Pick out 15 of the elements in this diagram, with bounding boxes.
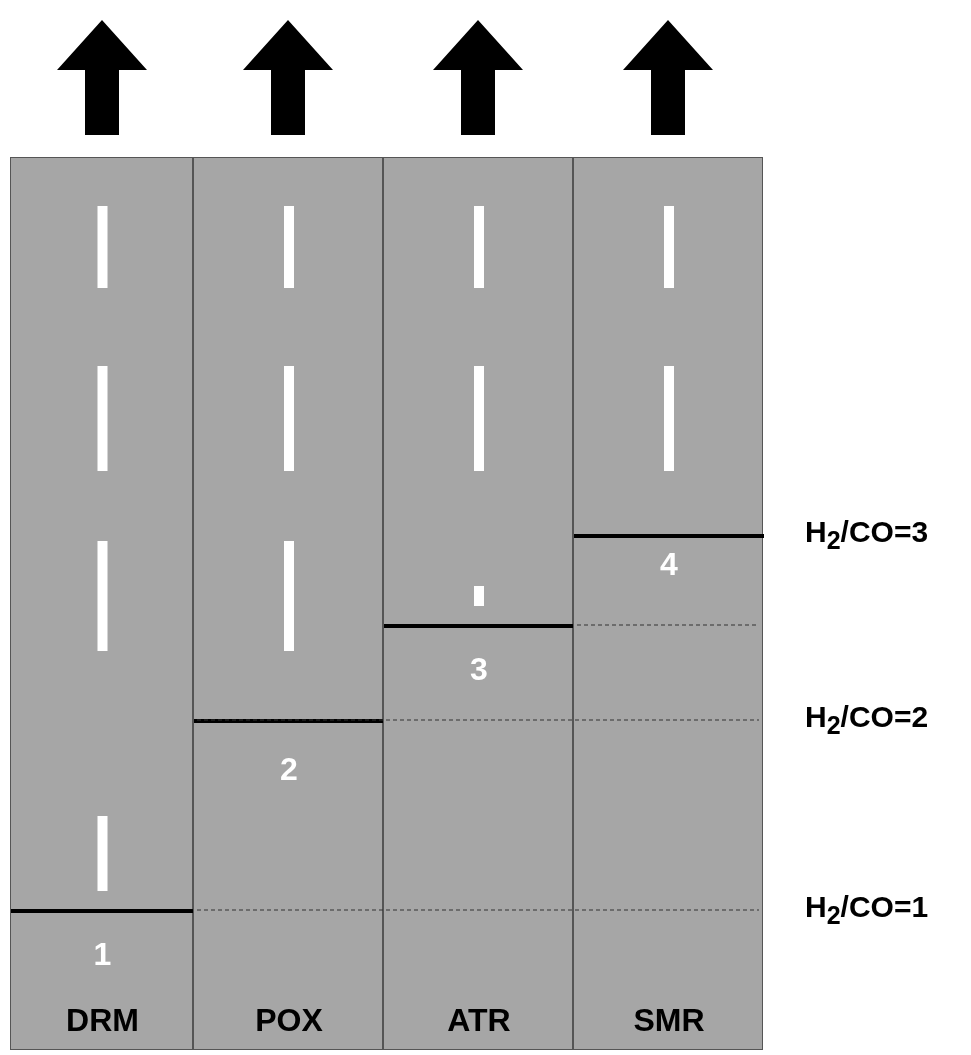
ratio-number: 1 — [93, 936, 112, 973]
process-label: DRM — [66, 1002, 139, 1039]
process-label: SMR — [633, 1002, 705, 1039]
ratio-number: 4 — [660, 546, 678, 583]
process-column — [383, 157, 573, 1050]
ratio-label: H$_{2}$/CO=2 — [805, 700, 929, 740]
process-column — [573, 157, 763, 1050]
process-column — [193, 157, 383, 1050]
ratio-number: 3 — [470, 651, 488, 688]
process-label: ATR — [447, 1002, 511, 1039]
ratio-label: H$_{2}$/CO=1 — [805, 890, 929, 930]
process-column — [10, 157, 193, 1050]
ratio-number: 2 — [280, 751, 298, 788]
ratio-label: H$_{2}$/CO=3 — [805, 515, 929, 555]
process-label: POX — [255, 1002, 323, 1039]
